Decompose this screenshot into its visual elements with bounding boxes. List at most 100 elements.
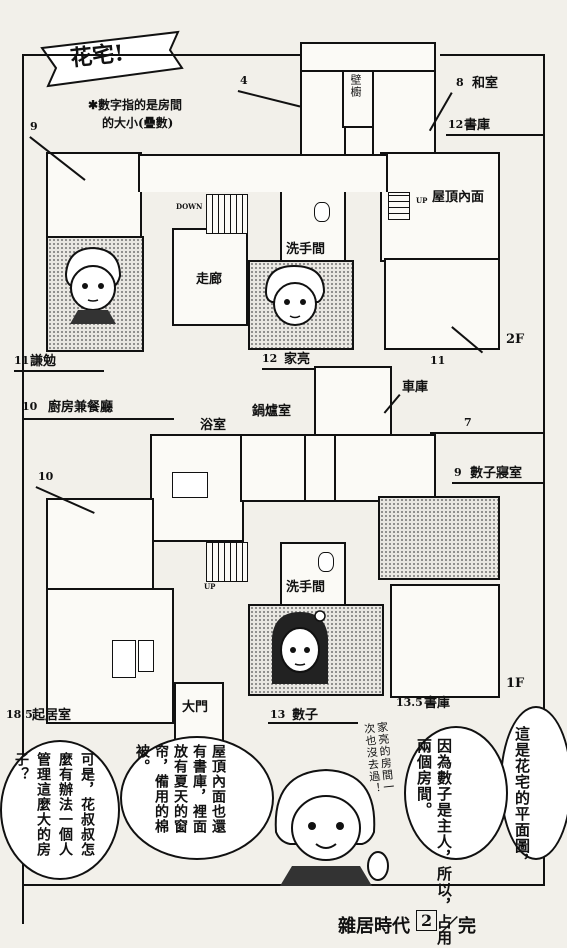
label-r11: 11 [430, 354, 446, 367]
label-r13: 13 [270, 708, 286, 721]
label-attic: 屋頂內面 [432, 190, 485, 205]
room-washroom-1f [280, 542, 346, 606]
b4-line-5: 的棉被。 [134, 744, 169, 834]
speech-bubble-1-text: 這是花宅的平面圖， [512, 726, 532, 870]
leader-kitchen [24, 418, 174, 420]
label-bath: 浴室 [200, 418, 227, 433]
label-kazuko: 數子 [292, 708, 319, 723]
label-boiler: 鍋爐室 [252, 404, 292, 419]
room-7 [334, 434, 436, 502]
closet-label: 壁櫥 [349, 74, 362, 98]
b4-line-4: 的窗帘，備用 [153, 744, 188, 834]
stairs-2f-attic [388, 192, 410, 220]
room-closet [342, 70, 376, 128]
label-washroom-2f: 洗手間 [286, 242, 326, 257]
dining-table [172, 472, 208, 498]
leader-ie [262, 368, 334, 370]
b4-line-2: 還有書庫， [191, 744, 226, 834]
label-r12-study: 12 [448, 118, 464, 131]
stairs-2f-down [206, 194, 248, 234]
page-top-rule [22, 54, 302, 56]
room-bath [240, 434, 306, 502]
room-study-1f [390, 584, 500, 698]
label-r10-kitchen: 10 [22, 400, 38, 413]
label-r9-kazuko: 9 [454, 466, 462, 479]
leader-r7 [430, 432, 544, 434]
speech-bubble-5-text: 可是，花叔叔怎麼有辦法一個人管理這麼大的房子？ [10, 752, 98, 864]
footer-end: ／完 [440, 916, 476, 937]
label-garage: 車庫 [402, 380, 429, 395]
label-kazuko-bed: 數子寢室 [470, 466, 523, 481]
label-living: 起居室 [32, 708, 72, 723]
label-down-2f: DOWN [176, 202, 203, 211]
label-ju: 謙勉 [30, 354, 57, 369]
speech-bubble-1 [500, 706, 567, 860]
footer-series: 雜居時代 [338, 916, 410, 937]
label-gate: 大門 [182, 700, 209, 715]
label-r13-5: 13.5 [396, 696, 423, 709]
living-table [138, 640, 154, 672]
page-top-rule-right [440, 54, 545, 56]
b4-line-1: 屋頂內面也 [210, 744, 226, 819]
page-right-rule [543, 54, 545, 884]
label-kitchen: 廚房兼餐廳 [48, 400, 114, 415]
speech-bubble-4 [120, 736, 274, 860]
label-study-2f: 書庫 [464, 118, 491, 133]
room-kazuko-bed [378, 496, 500, 580]
leader-kazuko-bed [452, 482, 544, 484]
label-r8: 8 [456, 76, 464, 89]
label-r9: 9 [30, 120, 38, 133]
leader-ju [14, 370, 104, 372]
leader-study-2f [446, 134, 544, 136]
character-ie-portrait [264, 264, 326, 326]
speech-bubble-2 [404, 726, 508, 860]
room-living [46, 588, 174, 724]
label-r7: 7 [464, 416, 472, 429]
leader-r4 [237, 90, 301, 107]
room-2f-hall [138, 154, 388, 192]
room-corridor [172, 228, 248, 326]
label-study-1f: 書庫 [424, 696, 451, 711]
b4-line-3: 裡面放有夏天 [172, 744, 207, 834]
room-gate [174, 682, 224, 742]
room-8-washitsu [372, 70, 436, 158]
character-kazuko-portrait [272, 610, 328, 684]
living-sofa [112, 640, 136, 678]
title-banner [40, 30, 184, 88]
b5-line-1: 可是，花叔叔 [79, 752, 95, 842]
toilet-2f [314, 202, 330, 222]
b5-line-3: 一個人管理這 [35, 752, 73, 857]
toilet-1f [318, 552, 334, 572]
label-up-1f: UP [204, 582, 216, 591]
note-line-1: ✱數字指的是房間 [88, 98, 183, 112]
speech-bubble-4-text: 屋頂內面也還有書庫，裡面放有夏天的窗帘，備用的棉被。 [132, 744, 227, 848]
stairs-1f-up [206, 542, 248, 582]
narrator-girl [274, 768, 389, 886]
room-9 [46, 152, 142, 240]
label-washroom-1f: 洗手間 [286, 580, 326, 595]
b2-line-2: 人，所以，占 [435, 834, 453, 930]
label-r10: 10 [38, 470, 54, 483]
label-up-2f: UP [416, 196, 428, 205]
room-boiler [302, 434, 338, 502]
b5-line-2: 怎麼有辦法 [57, 752, 95, 857]
b2-line-1: 因為數子是主 [435, 738, 453, 834]
label-r12-ie: 12 [262, 352, 278, 365]
floor-2-label: 2F [506, 332, 525, 347]
leader-kazuko [268, 722, 358, 724]
label-r4: 4 [240, 74, 248, 87]
b1-line-1: 這是花宅的 [513, 726, 531, 806]
label-r18: 18.5 [6, 708, 33, 721]
speech-bubble-5 [0, 740, 120, 880]
room-11 [384, 258, 500, 350]
b2-line-3: 用兩個房間。 [415, 738, 453, 946]
floor-1-label: 1F [506, 676, 525, 691]
character-ju-portrait [64, 246, 122, 324]
speech-bubble-2-text: 因為數子是主人，所以，占用兩個房間。 [414, 738, 454, 948]
label-r11-ju: 11 [14, 354, 30, 367]
room-10 [46, 498, 154, 592]
b5-line-4: 麼大的房子？ [13, 752, 51, 857]
page-left-rule [22, 54, 24, 924]
label-ie: 家亮 [284, 352, 311, 367]
room-4 [300, 70, 346, 158]
